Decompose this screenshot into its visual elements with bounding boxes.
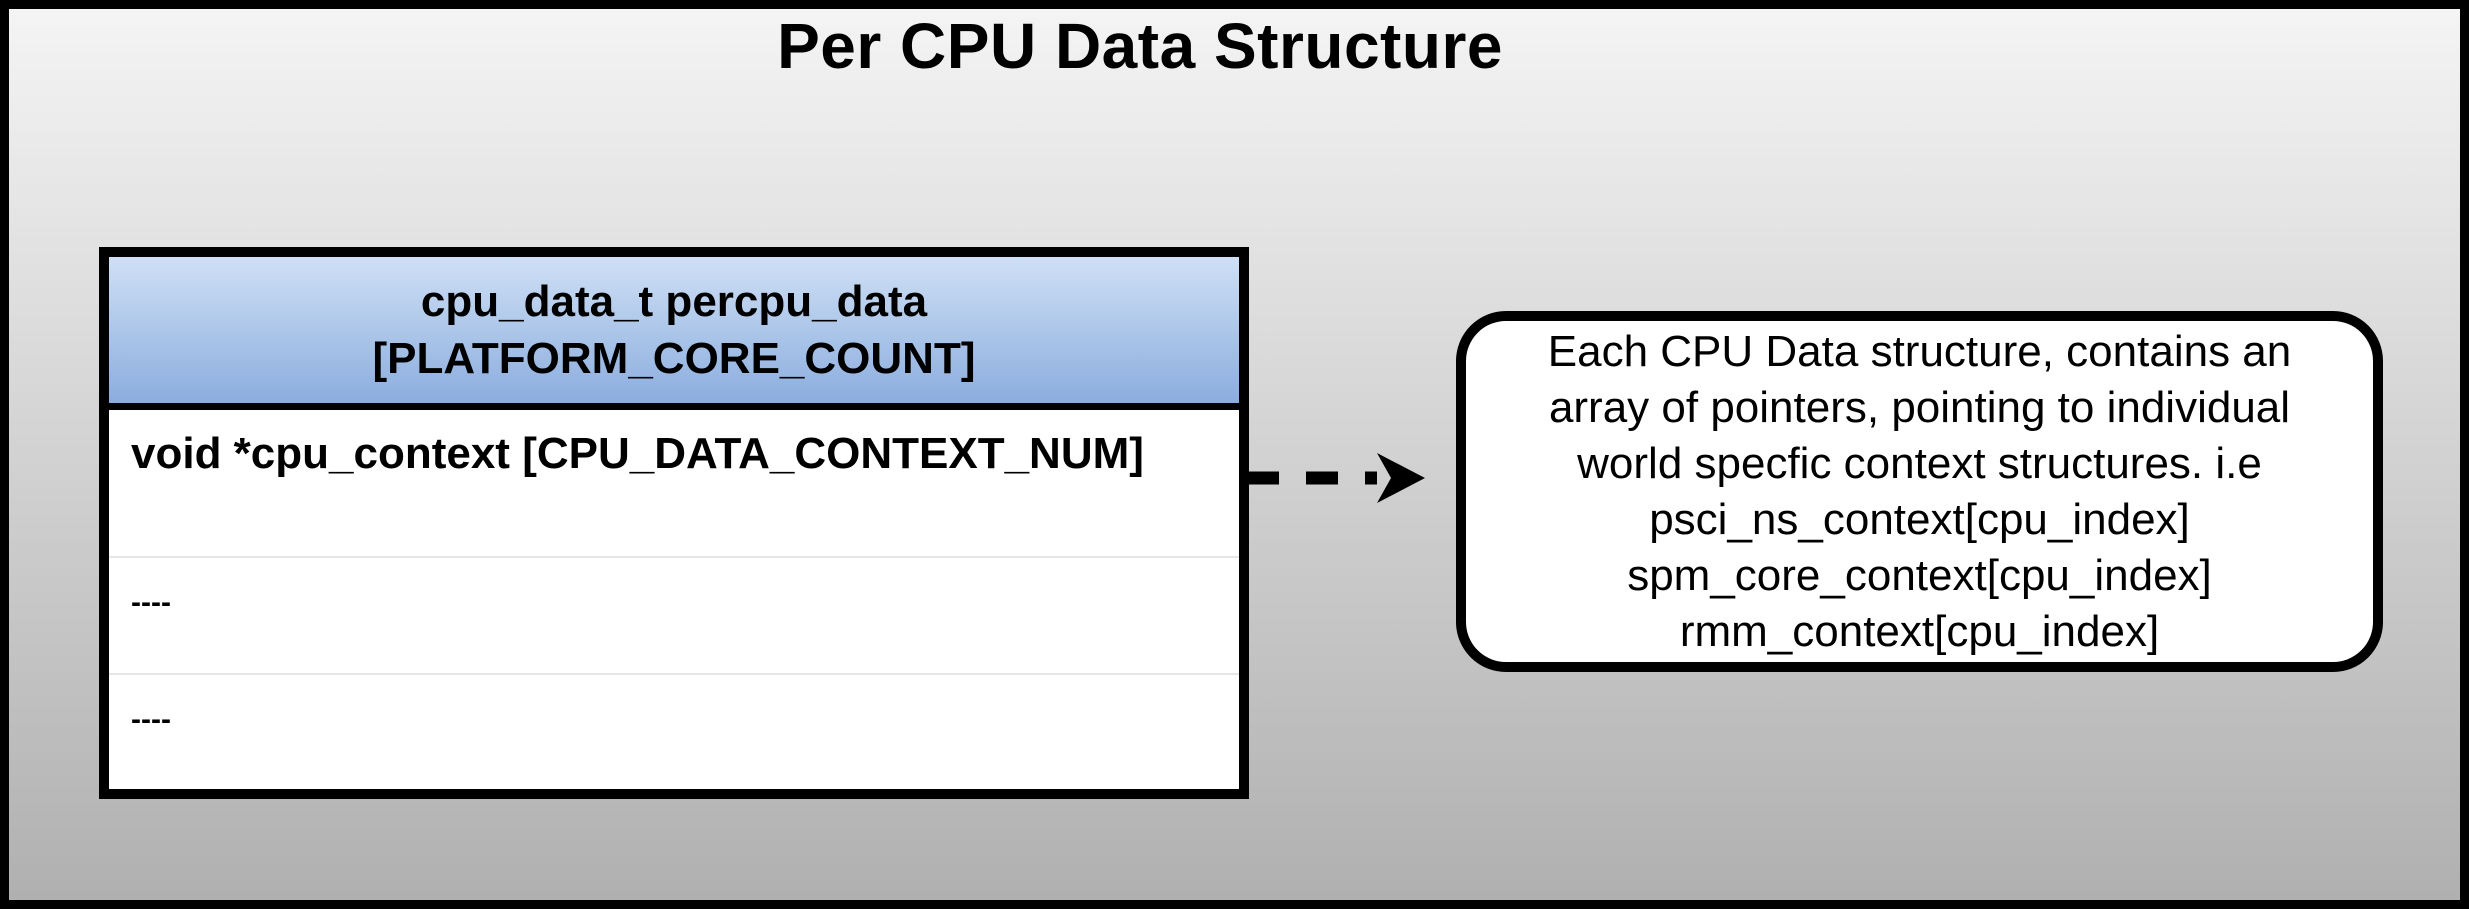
table-row-cpu-context: void *cpu_context [CPU_DATA_CONTEXT_NUM] — [131, 429, 1144, 478]
annotation-callout: Each CPU Data structure, contains an arr… — [1456, 311, 2383, 672]
table-row-placeholder-2: ---- — [109, 673, 1239, 789]
callout-line: rmm_context[cpu_index] — [1679, 606, 2160, 656]
callout-line: psci_ns_context[cpu_index] — [1649, 494, 2190, 544]
table-header-line2: [PLATFORM_CORE_COUNT] — [372, 334, 976, 383]
callout-line: spm_core_context[cpu_index] — [1627, 550, 2212, 600]
table-header-line1: cpu_data_t percpu_data — [420, 277, 928, 326]
diagram-title: Per CPU Data Structure — [777, 10, 1503, 82]
callout-line: world specfic context structures. i.e — [1577, 438, 2262, 488]
dashed-arrow-icon — [1247, 453, 1425, 503]
callout-line: array of pointers, pointing to individua… — [1548, 382, 2291, 432]
table-header: cpu_data_t percpu_data [PLATFORM_CORE_CO… — [109, 257, 1239, 410]
table-row-placeholder-1: ---- — [109, 556, 1239, 673]
percpu-data-table: cpu_data_t percpu_data [PLATFORM_CORE_CO… — [99, 247, 1249, 799]
callout-line: Each CPU Data structure, contains an — [1547, 326, 2292, 376]
